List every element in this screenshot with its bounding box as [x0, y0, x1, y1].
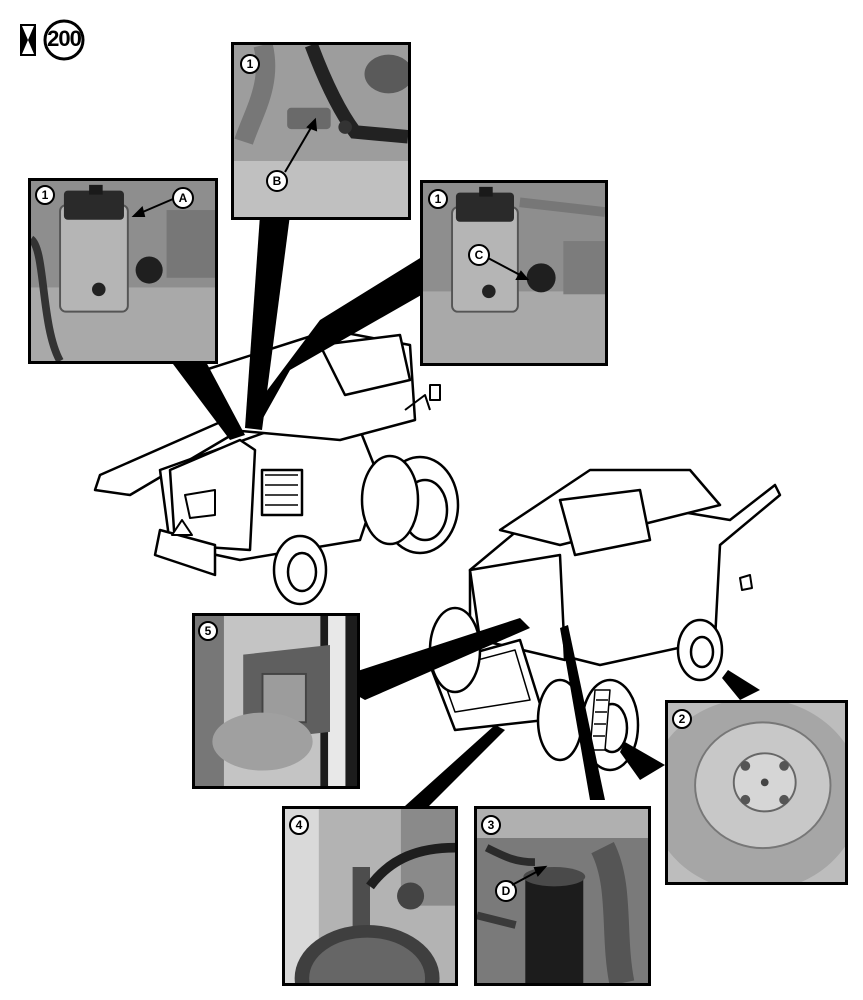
step-badge: 3 — [481, 815, 501, 835]
step-badge: 2 — [672, 709, 692, 729]
photo-fuel-filter-c — [420, 180, 608, 366]
combine-rear-view — [93, 328, 460, 606]
photo-belt-tensioner — [282, 806, 458, 986]
step-badge: 1 — [428, 189, 448, 209]
step-badge: 1 — [35, 185, 55, 205]
photo-fuel-filter-a — [28, 178, 218, 364]
callout-label: B — [266, 170, 288, 192]
callout-label: C — [468, 244, 490, 266]
callout-label: D — [495, 880, 517, 902]
step-badge: 5 — [198, 621, 218, 641]
photo-wheel-hub — [665, 700, 848, 885]
photo-hydraulic-filter-d — [474, 806, 651, 986]
photo-cab-air-filter — [192, 613, 360, 789]
step-badge: 4 — [289, 815, 309, 835]
step-badge: 1 — [240, 54, 260, 74]
callout-label: A — [172, 187, 194, 209]
photo-fuel-line-b — [231, 42, 411, 220]
service-interval-hours: 200 — [47, 26, 82, 51]
